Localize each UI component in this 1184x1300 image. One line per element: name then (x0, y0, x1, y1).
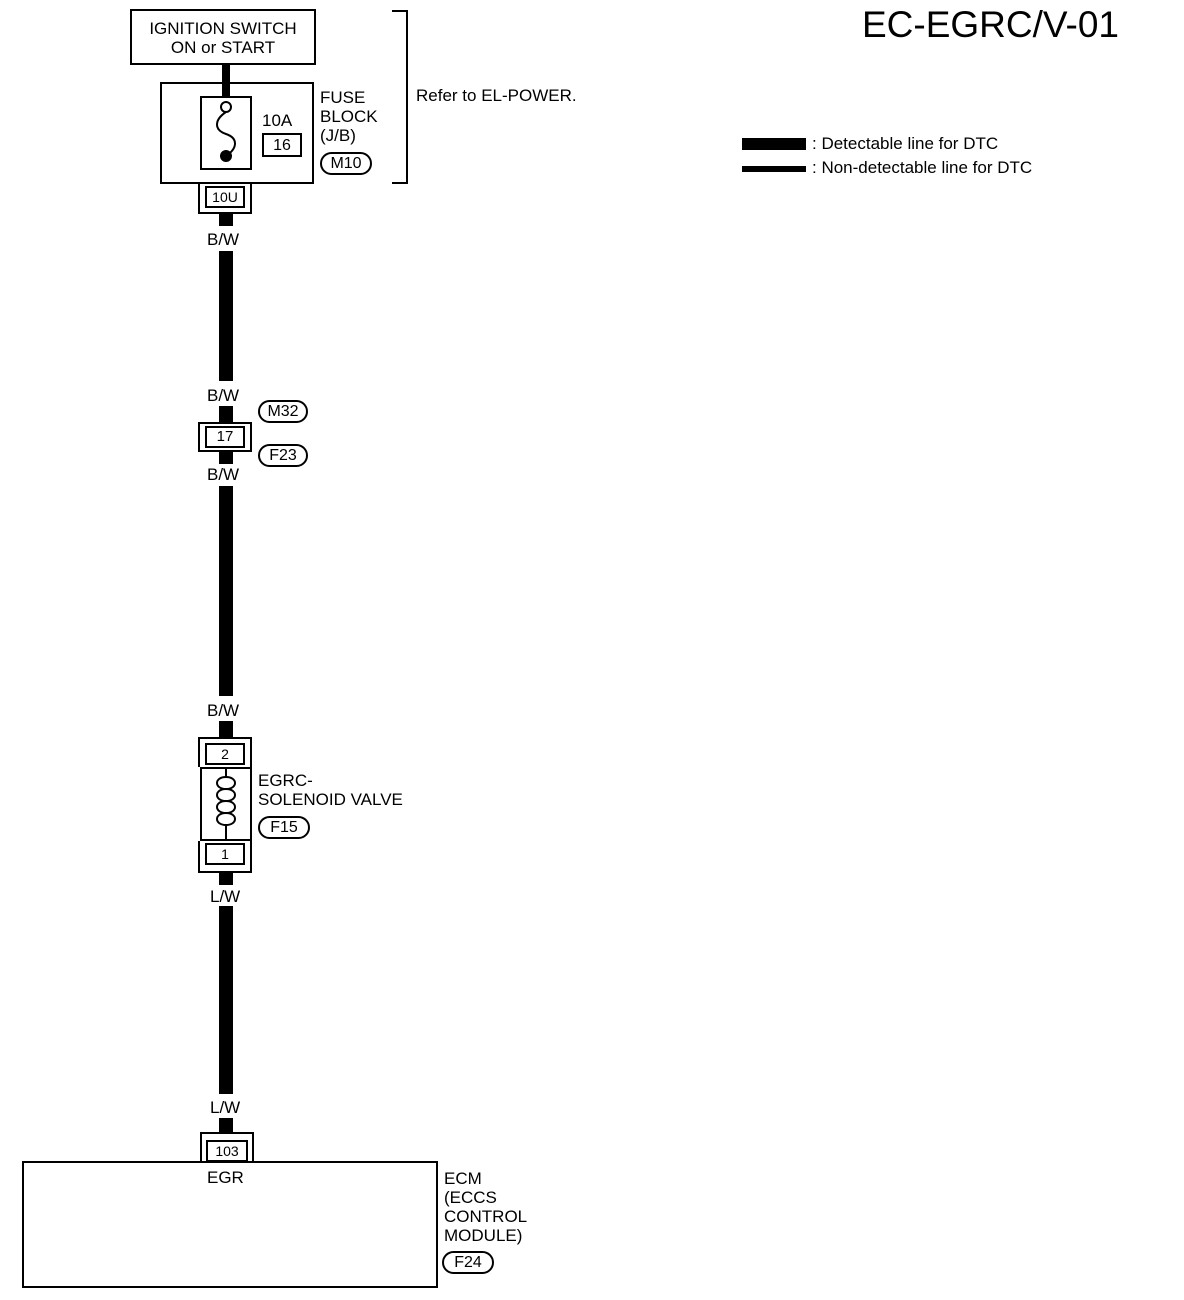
fuse-block-label-3: (J/B) (320, 126, 356, 145)
wire-3-color-top: L/W (210, 887, 241, 906)
solenoid-label-2: SOLENOID VALVE (258, 790, 403, 809)
wire-1 (219, 251, 233, 381)
wire-1-color-top: B/W (207, 230, 240, 249)
wire-1-color-bottom: B/W (207, 386, 240, 405)
solenoid-pin-top: 2 (205, 743, 245, 765)
ecm-label-2: (ECCS (444, 1188, 497, 1207)
ignition-switch-box: IGNITION SWITCH ON or START (130, 9, 316, 65)
power-bracket (392, 10, 408, 184)
ecm-terminal-label: EGR (207, 1168, 244, 1187)
wire-3-color-bottom: L/W (210, 1098, 241, 1117)
ecm-pin: 103 (206, 1140, 248, 1162)
ecm-box (22, 1161, 438, 1288)
ecm-label-4: MODULE) (444, 1226, 523, 1245)
ecm-label-3: CONTROL (444, 1207, 528, 1226)
wire-2 (219, 486, 233, 696)
fuse-block-label-2: BLOCK (320, 107, 378, 126)
ecm-connector-badge: F24 (442, 1251, 494, 1274)
fuse-number: 16 (262, 133, 302, 157)
refer-note: Refer to EL-POWER. (416, 86, 577, 105)
wire-3-stub-bottom (219, 1118, 233, 1134)
fuse-holder (200, 96, 252, 170)
legend-non-detectable-swatch (742, 166, 806, 172)
coil-icon (216, 767, 236, 841)
joint-connector-pin: 17 (205, 426, 245, 448)
fuse-block-label-1: FUSE (320, 88, 366, 107)
diagram-title: EC-EGRC/V-01 (862, 4, 1120, 45)
fuse-output-pin: 10U (205, 186, 245, 208)
wire-2-stub-bottom (219, 721, 233, 739)
ignition-switch-line2: ON or START (170, 38, 276, 57)
legend-non-detectable-label: : Non-detectable line for DTC (812, 158, 1033, 177)
joint-connector-top-badge: M32 (258, 400, 308, 423)
wire-3 (219, 906, 233, 1094)
joint-connector-bottom-badge: F23 (258, 444, 308, 467)
fuse-symbol-icon (216, 101, 236, 162)
ignition-to-fuse-wire (222, 65, 230, 97)
wire-1-stub-bottom (219, 406, 233, 424)
legend-detectable-label: : Detectable line for DTC (812, 134, 999, 153)
wire-3-stub-top (219, 873, 233, 885)
solenoid-connector-badge: F15 (258, 816, 310, 839)
ignition-switch-line1: IGNITION SWITCH (149, 19, 297, 38)
wire-2-color-bottom: B/W (207, 701, 240, 720)
wire-2-stub-top (219, 452, 233, 464)
fuse-block-box (160, 82, 314, 184)
solenoid-pin-bottom: 1 (205, 843, 245, 865)
solenoid-label-1: EGRC- (258, 771, 313, 790)
fuse-amperage: 10A (262, 111, 293, 130)
wire-1-stub-top (219, 214, 233, 226)
fuse-block-connector-badge: M10 (320, 152, 372, 175)
legend-detectable-swatch (742, 138, 806, 150)
wire-2-color-top: B/W (207, 465, 240, 484)
ecm-label-1: ECM (444, 1169, 482, 1188)
